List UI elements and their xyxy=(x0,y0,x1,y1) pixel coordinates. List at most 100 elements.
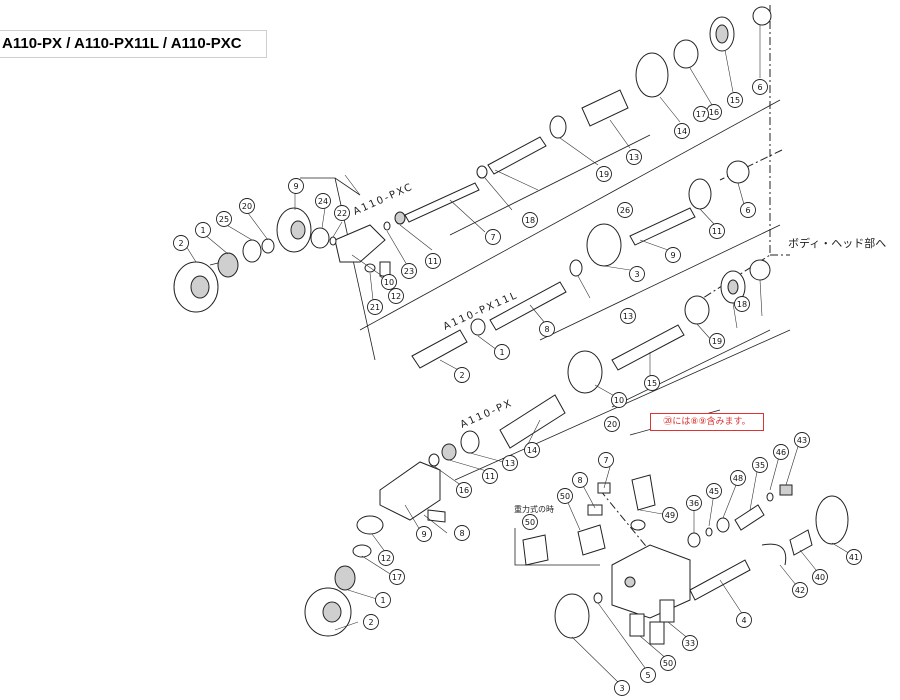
part-rod-7a xyxy=(404,182,480,223)
callout-number: 18 xyxy=(525,216,535,225)
callout-number: 35 xyxy=(755,461,765,470)
callout-number: 8 xyxy=(544,325,549,334)
part-elbow-12c xyxy=(379,461,441,521)
callout-9: 9 xyxy=(288,178,304,194)
leader-lines xyxy=(185,25,853,687)
callout-33: 33 xyxy=(682,635,698,651)
part-head-18b-core xyxy=(727,279,739,295)
callout-8: 8 xyxy=(539,321,555,337)
callout-3: 3 xyxy=(629,266,645,282)
callout-number: 15 xyxy=(730,96,740,105)
callout-circle xyxy=(425,253,441,269)
callout-number: 41 xyxy=(849,553,859,562)
part-cylinder-3a xyxy=(586,223,622,267)
callout-number: 17 xyxy=(392,573,402,582)
callout-number: 50 xyxy=(560,492,570,501)
callout-circle xyxy=(485,229,501,245)
part-ring-23 xyxy=(383,221,391,231)
callout-circle xyxy=(598,452,614,468)
callout-circle xyxy=(665,247,681,263)
part-nut-19b xyxy=(684,295,710,325)
callout-5: 5 xyxy=(640,667,656,683)
part-knob-41 xyxy=(815,495,849,545)
callout-2: 2 xyxy=(363,614,379,630)
callout-circle xyxy=(792,582,808,598)
callout-22: 22 xyxy=(334,205,350,221)
callout-20: 20 xyxy=(239,198,255,214)
callout-number: 8 xyxy=(459,529,464,538)
callout-15: 15 xyxy=(644,375,660,391)
callout-circle xyxy=(539,321,555,337)
callout-circle xyxy=(572,472,588,488)
callout-circle xyxy=(604,416,620,432)
callout-circle xyxy=(734,296,750,312)
callout-circle xyxy=(617,202,633,218)
callout-26: 26 xyxy=(617,202,633,218)
callout-number: 36 xyxy=(689,499,699,508)
part-fitting-11a xyxy=(394,211,406,225)
callout-9: 9 xyxy=(665,247,681,263)
part-thread-14b xyxy=(499,394,566,449)
part-body-block xyxy=(611,544,691,619)
callout-number: 11 xyxy=(428,257,438,266)
part-ring-36 xyxy=(687,532,701,548)
callout-40: 40 xyxy=(812,569,828,585)
part-fitting-1b xyxy=(470,318,486,336)
callout-circle xyxy=(629,266,645,282)
callout-6: 6 xyxy=(752,79,768,95)
callout-number: 23 xyxy=(404,267,414,276)
callout-number: 50 xyxy=(525,518,535,527)
group-frame-px-mid xyxy=(611,329,771,408)
callout-circle xyxy=(644,375,660,391)
part-ring-45 xyxy=(705,527,713,537)
callout-23: 23 xyxy=(401,263,417,279)
callout-50: 50 xyxy=(557,488,573,504)
callout-number: 40 xyxy=(815,573,825,582)
callout-50: 50 xyxy=(522,514,538,530)
part-tube-2b xyxy=(411,329,468,369)
callout-number: 45 xyxy=(709,487,719,496)
callout-9: 9 xyxy=(416,526,432,542)
callout-number: 6 xyxy=(745,206,750,215)
callout-15: 15 xyxy=(727,92,743,108)
callout-number: 46 xyxy=(776,448,786,457)
part-ring-5 xyxy=(593,592,603,604)
part-clip-42 xyxy=(761,543,787,566)
callout-circle xyxy=(522,212,538,228)
callout-number: 1 xyxy=(499,348,504,357)
callout-circle xyxy=(752,457,768,473)
callout-18: 18 xyxy=(734,296,750,312)
part-cylinder-14a xyxy=(635,52,669,98)
callout-circle xyxy=(315,193,331,209)
callout-1: 1 xyxy=(494,344,510,360)
callout-number: 5 xyxy=(645,671,650,680)
callout-number: 9 xyxy=(293,182,298,191)
part-tip-1a xyxy=(217,252,239,278)
callout-11: 11 xyxy=(709,223,725,239)
boundary-line-right xyxy=(699,5,771,301)
callout-13: 13 xyxy=(626,149,642,165)
callout-number: 6 xyxy=(757,83,762,92)
callout-circle xyxy=(288,178,304,194)
part-nut-13b xyxy=(460,430,480,454)
callout-14: 14 xyxy=(674,123,690,139)
callout-number: 22 xyxy=(337,209,347,218)
callout-number: 2 xyxy=(368,618,373,627)
callout-number: 13 xyxy=(505,459,515,468)
callout-circle xyxy=(674,123,690,139)
part-fitting-11c xyxy=(441,443,457,461)
gravity-bracket xyxy=(514,528,600,566)
part-nut-10b xyxy=(569,259,583,277)
part-body-port xyxy=(624,576,636,588)
callout-number: 18 xyxy=(737,300,747,309)
callout-number: 2 xyxy=(459,371,464,380)
callout-number: 1 xyxy=(200,226,205,235)
callout-circle xyxy=(375,592,391,608)
callout-7: 7 xyxy=(598,452,614,468)
group-frame-pxc-mid xyxy=(449,134,651,236)
callout-20: 20 xyxy=(604,416,620,432)
callout-number: 42 xyxy=(795,586,805,595)
callout-circle xyxy=(794,432,810,448)
callout-number: 15 xyxy=(647,379,657,388)
